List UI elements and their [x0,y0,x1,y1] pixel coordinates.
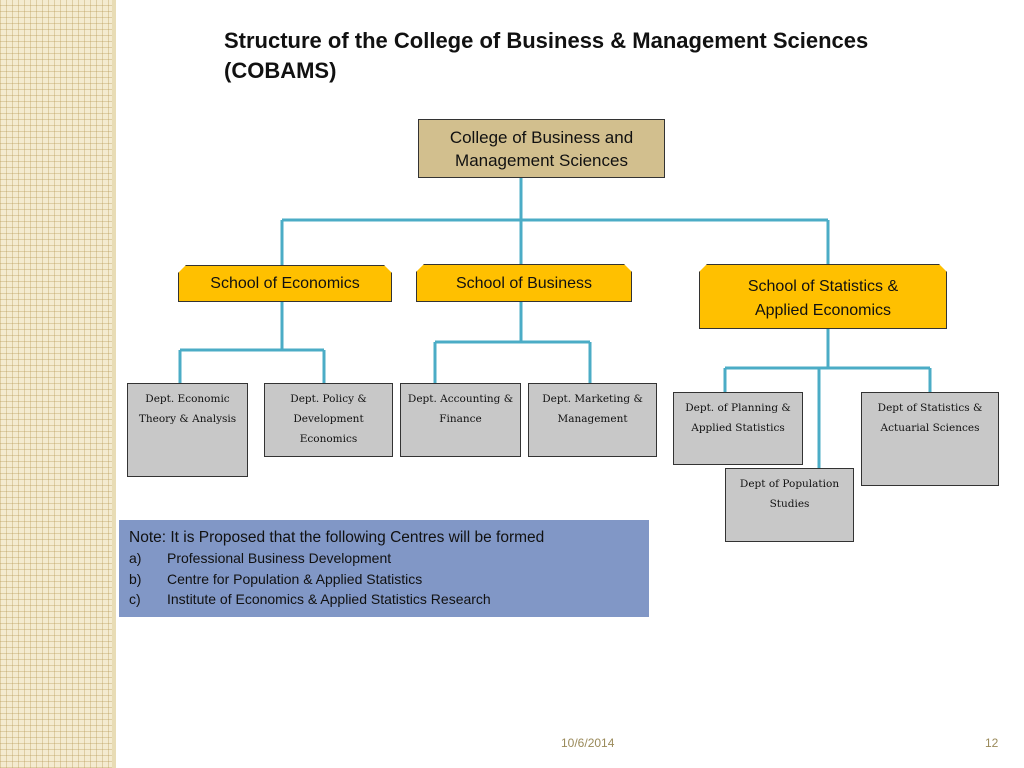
dept-policy-box: Dept. Policy & Development Economics [264,383,393,457]
dept-planning-box: Dept. of Planning & Applied Statistics [673,392,803,465]
note-item-text: Institute of Economics & Applied Statist… [167,591,491,607]
note-item-text: Centre for Population & Applied Statisti… [167,570,423,587]
note-list: a) Professional Business Development b) … [129,548,649,610]
footer-page-number: 12 [985,736,999,750]
slide-title: Structure of the College of Business & M… [224,28,869,83]
note-item-marker: a) [129,550,142,566]
dept-actuarial-box: Dept of Statistics & Actuarial Sciences [861,392,999,486]
note-box: Note: It is Proposed that the following … [119,520,649,617]
dept-population-box: Dept of Population Studies [725,468,854,542]
note-item: c) Institute of Economics & Applied Stat… [129,589,649,610]
school-statistics-box: School of Statistics & Applied Economics [699,264,947,329]
dept-accounting-box: Dept. Accounting & Finance [400,383,521,457]
dept-marketing-box: Dept. Marketing & Management [528,383,657,457]
school-business-box: School of Business [416,264,632,302]
dept-economic-theory-box: Dept. Economic Theory & Analysis [127,383,248,477]
decorative-side-pattern [0,0,112,768]
side-pattern-edge [112,0,116,768]
college-box: College of Business and Management Scien… [418,119,665,178]
note-item-marker: b) [129,570,142,587]
note-item: a) Professional Business Development [129,548,649,569]
note-item-text: Professional Business Development [167,550,392,566]
note-item-marker: c) [129,591,141,607]
school-economics-box: School of Economics [178,265,392,302]
footer-date: 10/6/2014 [561,736,615,750]
note-heading: Note: It is Proposed that the following … [129,529,545,546]
note-item: b) Centre for Population & Applied Stati… [129,569,649,590]
